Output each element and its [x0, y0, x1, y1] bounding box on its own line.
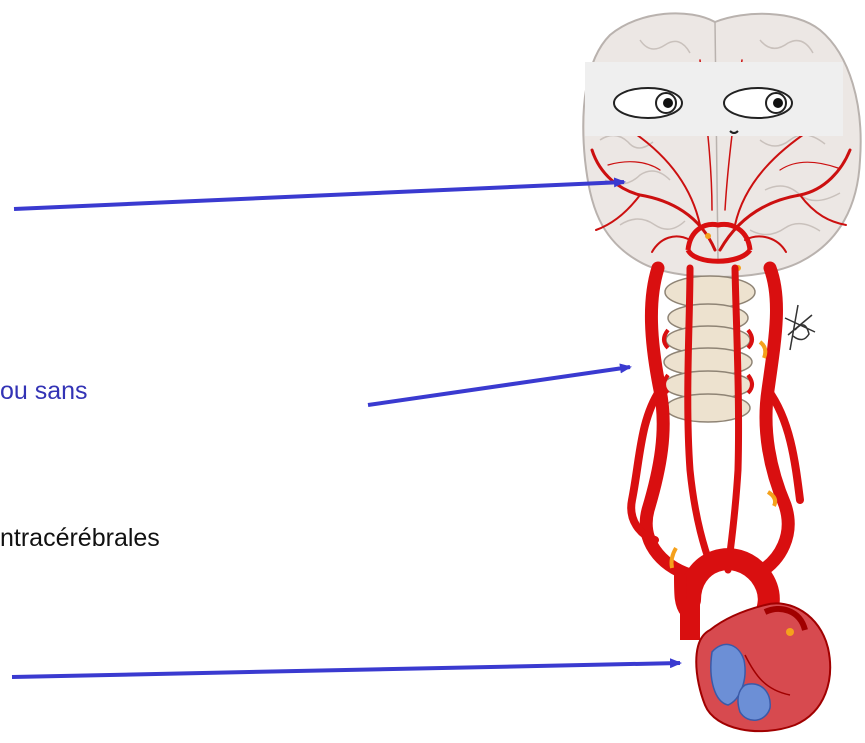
arrow-to-brain: [14, 182, 624, 209]
pointer-arrows: [12, 182, 680, 677]
signature-mark: [785, 305, 815, 350]
arrow-to-neck-arteries: [368, 367, 630, 405]
brain: [583, 13, 860, 277]
eyes-icon: [585, 62, 843, 136]
plaque-mark: [760, 342, 765, 358]
plaque-mark: [705, 233, 711, 239]
arrow-to-heart: [12, 663, 680, 677]
heart: [696, 603, 830, 731]
